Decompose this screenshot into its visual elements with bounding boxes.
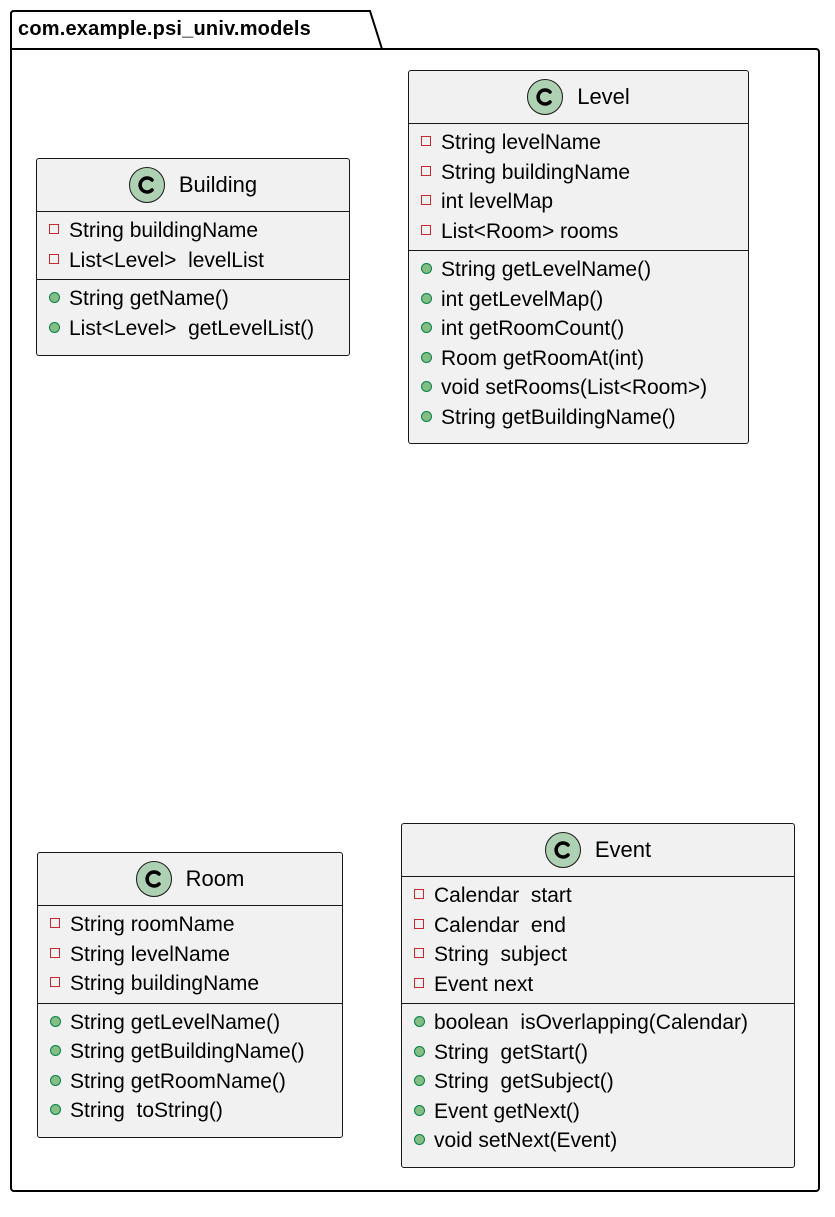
private-icon <box>50 947 60 958</box>
public-icon <box>421 263 432 274</box>
public-icon <box>50 1045 61 1056</box>
public-icon <box>414 1016 425 1027</box>
class-c-icon <box>128 167 165 203</box>
fields-section: String levelName String buildingName int… <box>409 124 748 250</box>
fields-section: String roomName String levelName String … <box>38 906 342 1003</box>
private-icon <box>50 918 60 928</box>
class-header: Event <box>402 824 794 877</box>
method-row: String toString() <box>38 1096 342 1126</box>
class-c-icon <box>544 832 581 868</box>
public-icon <box>414 1104 425 1116</box>
method-row: List<Level> getLevelList() <box>37 314 349 344</box>
class-c-icon <box>135 861 172 897</box>
class-building[interactable]: Building String buildingName List<Level>… <box>36 158 350 356</box>
private-icon <box>421 224 431 235</box>
method-row: int getLevelMap() <box>409 285 748 315</box>
field-row: List<Level> levelList <box>37 246 349 276</box>
public-icon <box>421 381 432 392</box>
public-icon <box>50 1074 61 1086</box>
field-row: String subject <box>402 940 794 970</box>
public-icon <box>421 292 432 304</box>
fields-section: Calendar start Calendar end String subje… <box>402 877 794 1003</box>
public-icon <box>414 1075 425 1086</box>
method-row: String getLevelName() <box>38 1008 342 1038</box>
field-row: String roomName <box>38 910 342 940</box>
public-icon <box>49 321 60 333</box>
method-row: int getRoomCount() <box>409 314 748 344</box>
methods-section: String getLevelName() String getBuilding… <box>38 1002 342 1130</box>
method-row: String getLevelName() <box>409 255 748 285</box>
private-icon <box>421 195 431 205</box>
class-name: Building <box>178 172 258 197</box>
public-icon <box>50 1104 61 1115</box>
class-name: Event <box>594 837 652 862</box>
methods-section: String getName() List<Level> getLevelLis… <box>37 279 349 347</box>
method-row: boolean isOverlapping(Calendar) <box>402 1008 794 1038</box>
private-icon <box>421 165 431 176</box>
method-row: String getSubject() <box>402 1067 794 1097</box>
method-row: String getName() <box>37 284 349 314</box>
private-icon <box>414 948 424 958</box>
methods-section: String getLevelName() int getLevelMap() … <box>409 250 748 436</box>
class-header: Room <box>38 853 342 906</box>
field-row: Event next <box>402 970 794 1000</box>
class-room[interactable]: Room String roomName String levelName St… <box>37 852 343 1138</box>
fields-section: String buildingName List<Level> levelLis… <box>37 212 349 279</box>
field-row: Calendar start <box>402 881 794 911</box>
class-name: Level <box>577 84 630 109</box>
method-row: String getBuildingName() <box>38 1037 342 1067</box>
field-row: int levelMap <box>409 187 748 217</box>
field-row: String levelName <box>38 940 342 970</box>
field-row: String levelName <box>409 128 748 158</box>
class-header: Building <box>37 159 349 212</box>
public-icon <box>421 322 432 333</box>
class-c-icon <box>527 79 564 115</box>
public-icon <box>414 1045 425 1057</box>
package-tab-outline <box>10 10 383 50</box>
package-frame <box>10 48 820 1192</box>
field-row: List<Room> rooms <box>409 217 748 247</box>
method-row: Room getRoomAt(int) <box>409 344 748 374</box>
class-name: Room <box>185 866 245 891</box>
method-row: void setRooms(List<Room>) <box>409 373 748 403</box>
private-icon <box>414 977 424 988</box>
field-row: String buildingName <box>38 969 342 999</box>
field-row: String buildingName <box>37 216 349 246</box>
method-row: Event getNext() <box>402 1097 794 1127</box>
private-icon <box>414 889 424 899</box>
private-icon <box>414 918 424 929</box>
field-row: String buildingName <box>409 158 748 188</box>
class-event[interactable]: Event Calendar start Calendar end String… <box>401 823 795 1168</box>
public-icon <box>421 351 432 363</box>
public-icon <box>414 1134 425 1145</box>
private-icon <box>49 224 59 234</box>
method-row: void setNext(Event) <box>402 1126 794 1156</box>
method-row: String getStart() <box>402 1038 794 1068</box>
field-row: Calendar end <box>402 911 794 941</box>
public-icon <box>50 1015 61 1027</box>
private-icon <box>50 977 60 987</box>
class-header: Level <box>409 71 748 124</box>
private-icon <box>421 136 431 146</box>
public-icon <box>421 410 432 422</box>
method-row: String getRoomName() <box>38 1067 342 1097</box>
private-icon <box>49 253 59 264</box>
methods-section: boolean isOverlapping(Calendar) String g… <box>402 1003 794 1160</box>
package-title: com.example.psi_univ.models <box>18 18 311 40</box>
method-row: String getBuildingName() <box>409 403 748 433</box>
public-icon <box>49 292 60 303</box>
class-level[interactable]: Level String levelName String buildingNa… <box>408 70 749 444</box>
